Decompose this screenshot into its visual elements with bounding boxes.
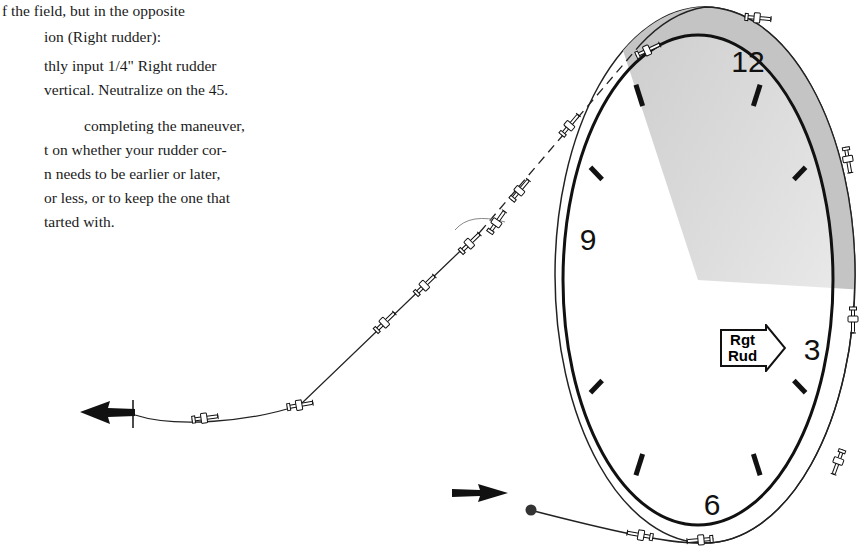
instruction-text: ion (Right rudder): xyxy=(44,28,161,46)
airplane xyxy=(457,230,483,255)
airplane xyxy=(191,411,218,425)
airplane xyxy=(687,534,714,546)
airplane xyxy=(829,448,847,476)
instruction-text: f the field, but in the opposite xyxy=(2,2,185,20)
instruction-text: n needs to be earlier or later, xyxy=(44,165,220,183)
exit-point xyxy=(526,505,537,516)
rudder-arrow: Rgt Rud xyxy=(720,324,786,372)
exit-path xyxy=(530,510,705,543)
loop-path xyxy=(640,7,855,543)
outer-ring xyxy=(555,7,855,543)
clock-number: 12 xyxy=(731,47,764,77)
airplane xyxy=(372,309,398,334)
clock-ticks xyxy=(590,85,805,475)
direction-arrow xyxy=(452,484,508,502)
tick-mark xyxy=(590,380,602,392)
clock-number: 3 xyxy=(804,335,821,365)
tick-mark xyxy=(753,85,760,106)
airplane xyxy=(508,177,532,203)
instruction-text: tarted with. xyxy=(44,213,115,231)
tick-mark xyxy=(636,454,643,475)
airplane xyxy=(558,112,582,138)
airplane xyxy=(848,307,858,333)
ring-shading xyxy=(555,7,855,543)
face-shading xyxy=(563,35,833,525)
airplane xyxy=(412,272,438,297)
clock-number: 9 xyxy=(580,225,597,255)
clock-rim xyxy=(563,35,833,525)
direction-arrow xyxy=(80,401,135,424)
instruction-text: t on whether your rudder cor- xyxy=(44,141,227,159)
instruction-text: vertical. Neutralize on the 45. xyxy=(44,81,228,99)
tick-mark xyxy=(636,85,643,106)
airplane xyxy=(286,398,313,412)
flight-path xyxy=(135,232,480,422)
tick-mark xyxy=(794,167,806,179)
flight-path-dashed xyxy=(480,45,640,232)
airplane xyxy=(745,12,772,24)
tick-mark xyxy=(794,380,806,392)
node-text: Rgt Rud xyxy=(728,332,757,364)
instruction-text: completing the maneuver, xyxy=(84,117,245,135)
clock-number: 6 xyxy=(704,490,721,520)
instruction-text: or less, or to keep the one that xyxy=(44,189,230,207)
airplane xyxy=(841,146,855,173)
airplane xyxy=(634,40,662,60)
airplanes xyxy=(191,12,858,546)
instruction-text: thly input 1/4" Right rudder xyxy=(44,57,217,75)
tick-mark xyxy=(753,454,760,475)
airplane xyxy=(626,528,653,542)
tick-mark xyxy=(590,167,602,179)
clock-face xyxy=(563,35,833,525)
airplane xyxy=(485,208,508,235)
pitch-arc xyxy=(455,218,505,230)
